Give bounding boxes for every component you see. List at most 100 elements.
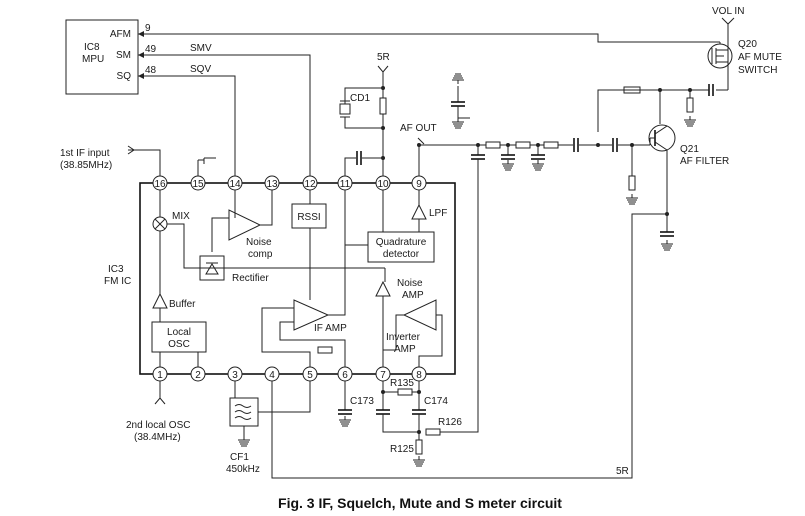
sq-wire <box>138 75 236 178</box>
af-out-arrow <box>417 137 425 145</box>
vol-in-label: VOL IN <box>712 6 744 17</box>
sqv-label: SQV <box>190 64 211 75</box>
r126 <box>425 428 441 436</box>
inverter-amp <box>402 299 437 331</box>
r125-label: R125 <box>390 444 414 455</box>
r-af3 <box>543 141 559 149</box>
pin-6: 6 <box>342 370 348 381</box>
ic8-pin-sq: SQ <box>117 71 132 82</box>
inverter-label-1: Inverter <box>386 332 421 343</box>
af-line-to-r126 <box>440 159 479 433</box>
gnd-q21-col <box>683 115 697 127</box>
pin-4: 4 <box>269 370 275 381</box>
q20-transistor <box>707 42 733 69</box>
r-q21-col <box>686 97 694 113</box>
afm-arrow <box>138 31 144 37</box>
ic8-pinnum-afm: 9 <box>145 23 151 34</box>
noise-comp-amp <box>228 209 262 241</box>
ic8-mpu: IC8 MPU AFM SM SQ 9 49 48 <box>65 19 157 95</box>
ic8-body <box>65 19 139 95</box>
noise-amp-label-2: AMP <box>402 290 424 301</box>
r-af2 <box>515 141 531 149</box>
r5-top-label: 5R <box>377 52 390 63</box>
q21-collector-wire <box>597 89 709 132</box>
lpf-amp <box>411 203 427 220</box>
buffer-label: Buffer <box>169 299 196 310</box>
gnd-top-cap2 <box>451 73 465 85</box>
gnd-af-sh2 <box>501 159 515 171</box>
r135-label: R135 <box>390 378 414 389</box>
mix-out-wire <box>167 190 346 269</box>
if1-wire <box>134 149 161 178</box>
ic3-sub: FM IC <box>104 276 131 287</box>
pin-16: 16 <box>154 179 166 190</box>
q21-label: Q21 <box>680 144 699 155</box>
pin-7: 7 <box>380 370 386 381</box>
cf1-freq-label: 450kHz <box>226 464 260 475</box>
ic8-sub: MPU <box>82 54 104 65</box>
if1-label-1: 1st IF input <box>60 148 110 159</box>
afm-wire <box>138 33 720 43</box>
if-amp-label: IF AMP <box>314 323 347 334</box>
if1-label-2: (38.85MHz) <box>60 160 112 171</box>
ic8-name: IC8 <box>84 42 100 53</box>
ic8-pin-sm: SM <box>116 50 131 61</box>
q21-desc: AF FILTER <box>680 156 729 167</box>
gnd-pin6 <box>338 415 352 427</box>
sm-wire <box>138 54 311 178</box>
osc2-label-1: 2nd local OSC <box>126 420 190 431</box>
quad-label-2: detector <box>383 249 420 260</box>
r125 <box>415 439 423 455</box>
gnd-cf1 <box>237 435 251 447</box>
r5-bottom-wire <box>271 213 667 479</box>
c174-label: C174 <box>424 396 448 407</box>
r-5r <box>379 97 387 115</box>
noise-amp <box>375 280 391 297</box>
rssi-block <box>291 203 327 229</box>
pin-15: 15 <box>192 179 204 190</box>
r126-label: R126 <box>438 417 462 428</box>
quadrature-detector-block <box>367 231 435 263</box>
r-top-rail <box>623 86 641 94</box>
buffer-amp <box>152 292 168 309</box>
sm-arrow <box>138 52 144 58</box>
figure-caption: Fig. 3 IF, Squelch, Mute and S meter cir… <box>278 495 562 511</box>
noise-amp-label-1: Noise <box>397 278 423 289</box>
gnd-q21-bias <box>625 193 639 205</box>
gnd-top-cap <box>451 117 465 129</box>
local-osc-label-2: OSC <box>168 339 190 350</box>
q20-desc-2: SWITCH <box>738 65 777 76</box>
osc2-label-2: (38.4MHz) <box>134 432 181 443</box>
vol-in-arrow <box>721 17 735 25</box>
quad-label-1: Quadrature <box>376 237 427 248</box>
local-osc-label-1: Local <box>167 327 191 338</box>
pin-13: 13 <box>266 179 278 190</box>
ic8-pin-afm: AFM <box>110 29 131 40</box>
pin-5: 5 <box>307 370 313 381</box>
ic3-body <box>139 182 456 375</box>
if-amp <box>293 299 330 331</box>
sq-arrow <box>138 73 144 79</box>
pin-14: 14 <box>229 179 241 190</box>
pin-12: 12 <box>304 179 316 190</box>
pin-1: 1 <box>157 370 163 381</box>
inverter-label-2: AMP <box>394 344 416 355</box>
pin-10: 10 <box>377 179 389 190</box>
pin-11: 11 <box>340 179 351 190</box>
cf1-label: CF1 <box>230 452 249 463</box>
smv-label: SMV <box>190 43 212 54</box>
r-q21-bias <box>628 175 636 191</box>
ic3-bottom-pins: 1 2 3 4 5 6 7 8 <box>152 366 427 382</box>
c173-label: C173 <box>350 396 374 407</box>
cd1-label: CD1 <box>350 93 370 104</box>
lpf-label: LPF <box>429 208 447 219</box>
ic3-name: IC3 <box>108 264 124 275</box>
r-af1 <box>485 141 501 149</box>
cd1 <box>339 103 351 115</box>
cf1-filter <box>229 397 259 427</box>
gnd-r125 <box>412 455 426 467</box>
rssi-label: RSSI <box>297 212 320 223</box>
q20-desc-1: AF MUTE <box>738 52 782 63</box>
ic8-pinnum-sm: 49 <box>145 44 157 55</box>
